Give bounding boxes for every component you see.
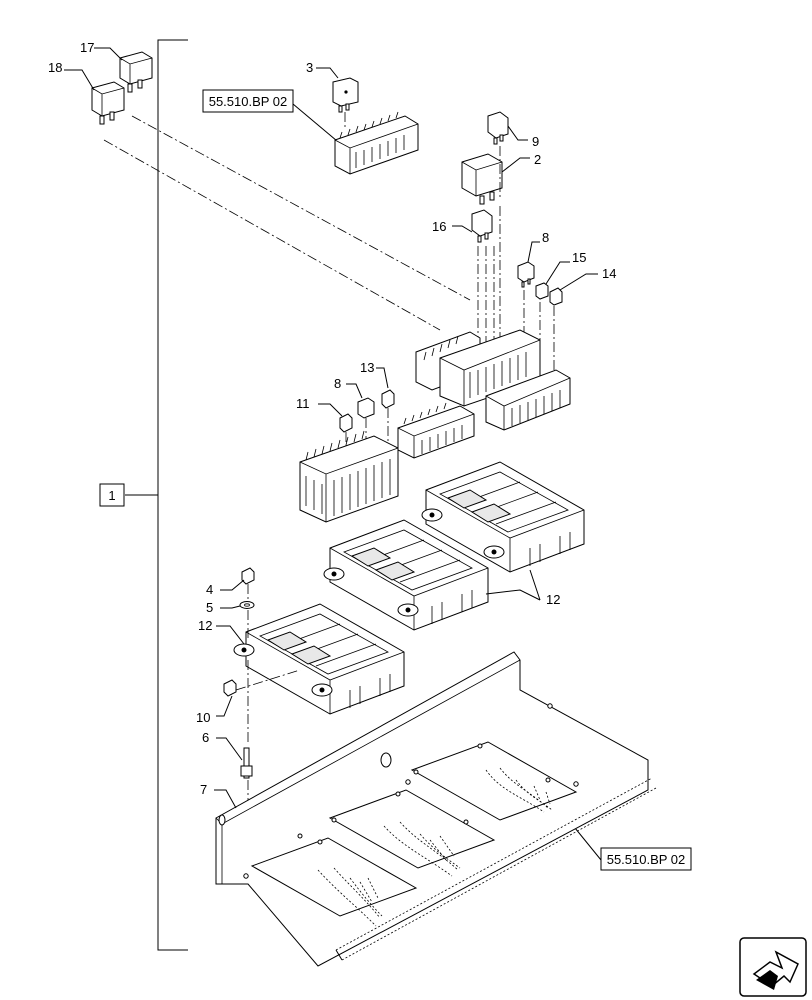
callout-2[interactable]: 2 [534, 152, 541, 167]
fuse-11 [339, 413, 353, 433]
reference-box-bottom[interactable]: 55.510.BP 02 [574, 827, 692, 871]
nut-4 [241, 567, 255, 585]
callout-8-upper[interactable]: 8 [542, 230, 549, 245]
fuse-block-middle [397, 402, 475, 459]
callout-6[interactable]: 6 [202, 730, 209, 745]
fuse-13 [381, 389, 395, 409]
fuse-8-lower [357, 397, 375, 419]
fuse-relay-block-right [415, 329, 571, 431]
tray-right [421, 461, 585, 573]
callout-16[interactable]: 16 [432, 219, 446, 234]
wire-harness [317, 767, 657, 961]
callout-10[interactable]: 10 [196, 710, 210, 725]
callout-11[interactable]: 11 [296, 396, 310, 411]
fuse-8-upper [517, 261, 535, 288]
callout-18[interactable]: 18 [48, 60, 62, 75]
callout-14[interactable]: 14 [602, 266, 616, 281]
tray-left [233, 603, 405, 715]
fuse-9 [487, 111, 509, 145]
callout-4[interactable]: 4 [206, 582, 213, 597]
callout-3[interactable]: 3 [306, 60, 313, 75]
relay-17 [119, 51, 153, 93]
reference-box-top[interactable]: 55.510.BP 02 [202, 89, 344, 147]
callout-5[interactable]: 5 [206, 600, 213, 615]
callout-15[interactable]: 15 [572, 250, 586, 265]
callout-12-right[interactable]: 12 [546, 592, 560, 607]
return-arrow-icon[interactable] [739, 937, 807, 997]
fuse-block-top [334, 111, 419, 175]
fuse-14 [549, 287, 563, 306]
relay-18 [91, 81, 125, 125]
tray-middle [323, 519, 489, 631]
assembly-bracket [125, 39, 188, 951]
callout-8-lower[interactable]: 8 [334, 376, 341, 391]
callout-17[interactable]: 17 [80, 40, 94, 55]
callout-9[interactable]: 9 [532, 134, 539, 149]
mounting-plate-7 [215, 651, 649, 967]
callout-1: 1 [108, 488, 115, 503]
clip-10 [223, 679, 237, 697]
reference-top-label: 55.510.BP 02 [209, 94, 288, 109]
callout-12-left[interactable]: 12 [198, 618, 212, 633]
washer-5 [239, 601, 255, 609]
callout-1-box[interactable]: 1 [99, 483, 125, 507]
relay-2 [461, 153, 503, 205]
fuse-15 [535, 282, 549, 300]
bolt-6 [240, 747, 253, 779]
callout-13[interactable]: 13 [360, 360, 374, 375]
fuse-block-left [299, 430, 399, 523]
relay-3 [332, 77, 359, 113]
fuse-16 [471, 209, 493, 243]
reference-bottom-label: 55.510.BP 02 [607, 852, 686, 867]
callout-7[interactable]: 7 [200, 782, 207, 797]
